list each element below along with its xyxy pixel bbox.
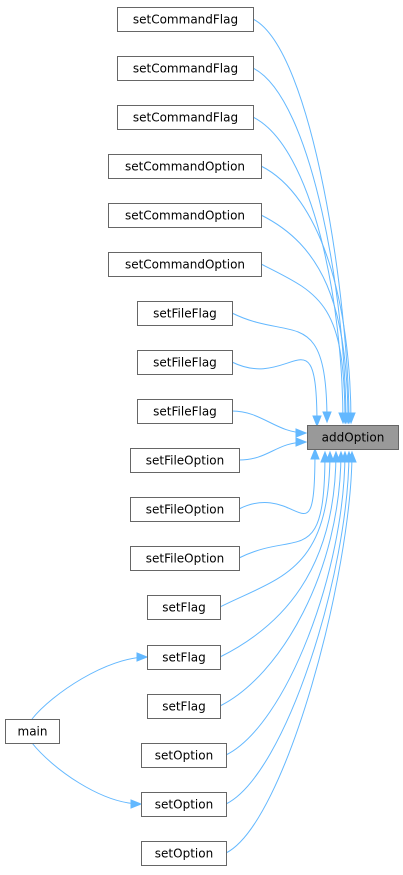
node-c4[interactable]: setCommandOption [108,154,262,179]
node-label: setCommandFlag [133,111,238,125]
arrowhead-c18-to-addOption [347,450,357,463]
edge-c8-to-addOption [231,359,318,427]
edge-c18-to-addOption [225,451,353,854]
edge-c11-to-addOption [238,448,316,514]
node-c6[interactable]: setCommandOption [108,252,262,277]
node-c17[interactable]: setOption [141,792,227,817]
node-box [5,719,60,744]
node-c11[interactable]: setFileOption [130,497,240,522]
arrowhead-main-to-c14 [136,652,149,662]
edge-c5-to-addOption [260,214,349,424]
node-box [137,399,233,424]
node-label: setCommandOption [125,209,245,223]
node-c7[interactable]: setFileFlag [137,301,233,326]
arrowhead-c9-to-addOption [295,428,308,438]
node-label: addOption [322,431,385,445]
edge-main-to-c17 [31,742,142,805]
edge-c16-to-addOption [225,451,346,756]
node-box [307,425,399,450]
node-box [108,203,262,228]
node-c16[interactable]: setOption [141,743,227,768]
edge-c1-to-addOption [252,18,350,424]
node-box [141,841,227,866]
node-box [141,743,227,768]
node-box [117,56,254,81]
edge-c9-to-addOption [231,410,307,434]
node-label: setOption [155,847,213,861]
arrowhead-main-to-c17 [130,799,143,809]
node-box [137,350,233,375]
node-box [137,301,233,326]
node-c5[interactable]: setCommandOption [108,203,262,228]
node-label: setOption [155,749,213,763]
node-label: setFlag [162,651,206,665]
node-c15[interactable]: setFlag [147,694,221,719]
node-c8[interactable]: setFileFlag [137,350,233,375]
edge-c14-to-addOption [219,451,337,658]
edge-c6-to-addOption [260,263,346,424]
node-label: setOption [155,798,213,812]
node-box [130,448,240,473]
node-addOption[interactable]: addOption [307,425,399,450]
arrowhead-c11-to-addOption [310,447,320,460]
arrowhead-c7-to-addOption [322,411,332,424]
node-box [147,645,221,670]
edge-c17-to-addOption [225,451,350,805]
node-box [117,105,254,130]
node-label: setFileFlag [153,307,217,321]
node-c2[interactable]: setCommandFlag [117,56,254,81]
node-label: setFileFlag [153,405,217,419]
node-box [108,252,262,277]
node-label: setFlag [162,601,206,615]
edge-c2-to-addOption [252,67,347,424]
node-box [130,497,240,522]
nodes-layer: setCommandFlag setCommandFlag setCommandFl… [5,7,399,866]
node-label: setCommandFlag [133,13,238,27]
arrowhead-c6-to-addOption [340,412,350,425]
arrowhead-c8-to-addOption [312,415,322,428]
edge-c15-to-addOption [219,451,342,707]
node-box [147,595,221,620]
node-c3[interactable]: setCommandFlag [117,105,254,130]
edges-layer [31,18,357,854]
node-label: setFileOption [146,454,224,468]
node-label: setCommandFlag [133,62,238,76]
edge-c13-to-addOption [219,451,331,608]
node-label: setFileFlag [153,356,217,370]
node-box [108,154,262,179]
node-c1[interactable]: setCommandFlag [117,7,254,32]
node-label: setCommandOption [125,258,245,272]
node-box [130,546,240,571]
node-main[interactable]: main [5,719,60,744]
edge-c12-to-addOption [238,451,326,559]
arrowhead-c13-to-addOption [325,450,335,463]
node-c13[interactable]: setFlag [147,595,221,620]
node-box [117,7,254,32]
node-label: setCommandOption [125,160,245,174]
node-box [147,694,221,719]
edge-main-to-c14 [31,656,148,720]
node-c9[interactable]: setFileFlag [137,399,233,424]
node-label: setFileOption [146,552,224,566]
edge-c4-to-addOption [260,165,352,424]
arrowhead-c10-to-addOption [295,437,308,447]
node-c18[interactable]: setOption [141,841,227,866]
node-label: setFlag [162,700,206,714]
edge-c3-to-addOption [252,116,344,424]
edge-c7-to-addOption [231,312,328,423]
node-box [141,792,227,817]
node-label: setFileOption [146,503,224,517]
node-label: main [18,725,48,739]
node-c10[interactable]: setFileOption [130,448,240,473]
node-c14[interactable]: setFlag [147,645,221,670]
node-c12[interactable]: setFileOption [130,546,240,571]
